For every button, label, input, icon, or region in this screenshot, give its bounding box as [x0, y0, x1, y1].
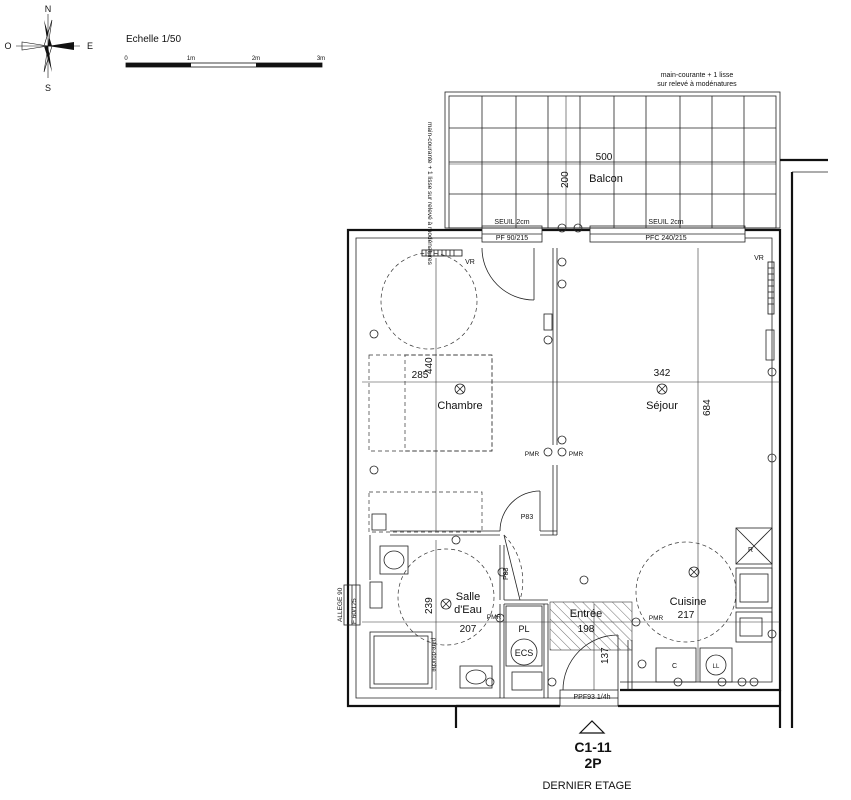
seuil-left: SEUIL 2cm	[494, 219, 529, 226]
chambre-label: Chambre	[437, 400, 482, 412]
sejour-width: 342	[654, 368, 671, 379]
compass-east: E	[87, 41, 93, 51]
light-chambre	[454, 383, 466, 395]
cuisine-label: Cuisine	[670, 596, 707, 608]
balcony: main-courante + 1 lisse sur relevé à mod…	[426, 72, 781, 266]
pmr-label-2: PMR	[569, 451, 584, 458]
scale-title: Echelle 1/50	[126, 34, 181, 45]
salle-eau-label-2: d'Eau	[454, 604, 482, 616]
entrance-arrow	[578, 720, 606, 734]
door-pfc-240: PFC 240/215	[645, 235, 686, 242]
door-p83-bedroom: P83	[521, 514, 534, 521]
light-sejour	[656, 383, 668, 395]
compass-rose: N S E O	[4, 4, 93, 93]
interior-walls	[369, 248, 633, 698]
entree-width: 198	[578, 624, 595, 635]
balcony-depth: 200	[560, 171, 571, 188]
room-cuisine: Cuisine 217	[670, 596, 707, 621]
door-p83-bathroom: P83	[503, 567, 510, 580]
exterior-walls	[346, 228, 782, 728]
room-sejour: Séjour 342 684	[646, 368, 713, 416]
pare-douche-label: pare-douche	[430, 638, 436, 672]
scale-tick-0: 0	[124, 56, 128, 62]
room-entree: Entrée 198 137	[570, 608, 611, 664]
ecs-label: ECS	[515, 648, 534, 658]
salle-eau-width: 207	[460, 624, 477, 635]
dishwasher-label: LL	[713, 664, 720, 670]
lot-info: C1-11 2P DERNIER ETAGE	[542, 720, 632, 792]
entrance-door: PPF93 1/4h	[559, 689, 619, 707]
electrical-symbols: PMR PMR PMR PMR	[369, 223, 777, 687]
balcony-openings: SEUIL 2cm SEUIL 2cm PF 90/215 PFC 240/21…	[337, 219, 775, 626]
pl-label: PL	[518, 624, 529, 634]
ceiling-lights	[440, 383, 700, 610]
entree-label: Entrée	[570, 608, 602, 620]
scale-tick-3: 3m	[317, 56, 325, 62]
scale-tick-2: 2m	[252, 56, 260, 62]
pmr-label-4: PMR	[649, 615, 664, 622]
chambre-width: 285	[412, 370, 429, 381]
lot-type: 2P	[584, 755, 601, 771]
bathroom-furniture: pare-douche	[369, 513, 543, 691]
balcony-tiles	[449, 96, 776, 228]
vr-label-right: VR	[754, 255, 764, 262]
lot-number: C1-11	[574, 739, 612, 755]
balcony-railing-note-1: main-courante + 1 lisse	[661, 72, 734, 79]
fridge-label: R	[748, 547, 753, 554]
seuil-right: SEUIL 2cm	[648, 219, 683, 226]
compass-north: N	[45, 4, 52, 14]
bedroom-furniture	[368, 252, 493, 533]
entry-hatch	[549, 601, 633, 651]
room-salle-eau: Salle d'Eau 207 239	[424, 591, 482, 635]
window-f60: F 60/125	[351, 598, 358, 624]
balcony-label: Balcon	[589, 173, 623, 185]
sejour-label: Séjour	[646, 400, 678, 412]
pmr-label-3: PMR	[487, 614, 502, 621]
compass-west: O	[4, 41, 11, 51]
chambre-length: 440	[424, 357, 435, 374]
salle-eau-length: 239	[424, 597, 435, 614]
dimension-lines	[362, 248, 780, 690]
room-chambre: Chambre 285 440	[412, 357, 483, 412]
scale-tick-1: 1m	[187, 56, 195, 62]
scale-bar: Echelle 1/50 0 1m 2m 3m	[124, 34, 325, 68]
vr-label-left: VR	[465, 259, 475, 266]
technical-closet: PL ECS	[505, 605, 543, 667]
entrance-door-label: PPF93 1/4h	[574, 694, 611, 701]
oven-label: C	[672, 663, 677, 670]
door-swings: P83 P83	[481, 247, 619, 691]
light-cuisine	[688, 566, 700, 578]
balcony-railing-note-side: main-courante + 1 lisse sur relevé à mod…	[426, 122, 433, 266]
sejour-length: 684	[702, 399, 713, 416]
cuisine-width: 217	[678, 610, 695, 621]
balcony-railing-note-2: sur relevé à modénatures	[657, 81, 737, 88]
kitchen-furniture: R C LL	[635, 527, 773, 683]
floor-level: DERNIER ETAGE	[542, 780, 631, 792]
compass-south: S	[45, 83, 51, 93]
pmr-label-1: PMR	[525, 451, 540, 458]
entree-length: 137	[600, 647, 611, 664]
door-pf-90: PF 90/215	[496, 235, 528, 242]
allege-label: ALLEGE 90	[337, 587, 344, 622]
radiator-right	[767, 261, 775, 315]
salle-eau-label-1: Salle	[456, 591, 480, 603]
balcony-width: 500	[596, 152, 613, 163]
light-salle-eau	[440, 598, 452, 610]
